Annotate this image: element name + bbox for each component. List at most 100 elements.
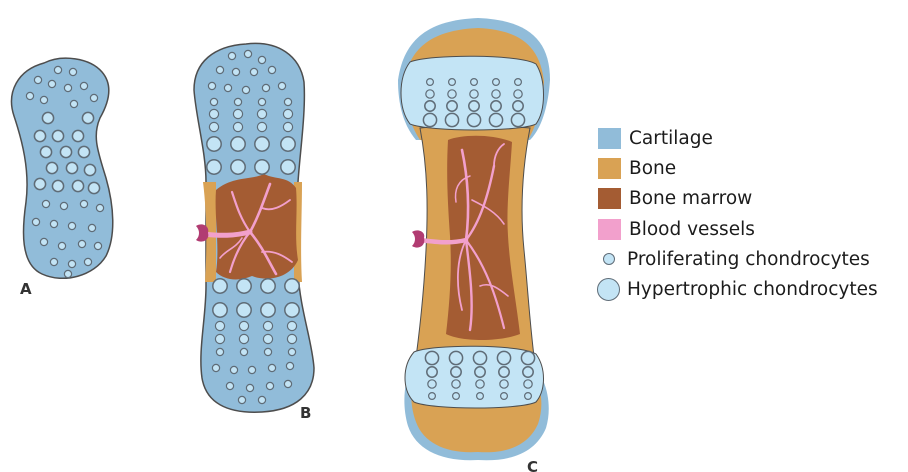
hypertrophic-chondrocyte — [489, 113, 502, 126]
hypertrophic-chondrocyte — [237, 303, 251, 317]
proliferating-chondrocyte — [258, 98, 265, 105]
blood-vessels-swatch — [598, 219, 621, 240]
hypertrophic-chondrocyte — [213, 279, 227, 293]
proliferating-chondrocyte — [64, 270, 71, 277]
hypertrophic-chondrocyte — [497, 351, 510, 364]
bone-swatch — [598, 158, 621, 179]
hypertrophic-chondrocyte — [423, 113, 436, 126]
proliferating-chondrocyte — [84, 258, 91, 265]
stage-b-primary-ossification — [194, 43, 314, 412]
proliferating-chondrocyte — [69, 68, 76, 75]
proliferating-chondrocyte — [492, 90, 500, 98]
legend-item-bone: Bone — [596, 153, 908, 183]
proliferating-chondrocyte — [283, 109, 292, 118]
legend-label: Bone — [629, 158, 676, 179]
stage-a-cartilage-model — [12, 58, 113, 278]
proliferating-chondrocyte — [96, 204, 103, 211]
proliferating-chondrocyte — [287, 321, 296, 330]
proliferating-chondrocyte — [48, 80, 55, 87]
proliferating-chondrocyte — [258, 56, 265, 63]
proliferating-chondrocyte — [50, 220, 57, 227]
hypertrophic-chondrocyte — [52, 180, 63, 191]
hypertrophic-chondrocyte — [281, 160, 295, 174]
proliferating-chondrocyte — [263, 321, 272, 330]
proliferating-chondrocyte — [500, 380, 508, 388]
legend-item-cartilage: Cartilage — [596, 123, 908, 153]
proliferating-chondrocyte — [64, 84, 71, 91]
proliferating-chondrocyte — [212, 364, 219, 371]
proliferating-chondrocyte — [453, 393, 460, 400]
proliferating-chondrocyte — [283, 122, 292, 131]
hypertrophic-chondrocyte — [511, 113, 524, 126]
hypertrophic-chondrocyte — [261, 279, 275, 293]
hypertrophic-chondrocyte — [523, 367, 533, 377]
proliferating-chondrocyte — [477, 393, 484, 400]
hypertrophic-chondrocyte — [469, 101, 479, 111]
proliferating-chondrocyte — [40, 96, 47, 103]
legend-label: Proliferating chondrocytes — [627, 249, 870, 270]
proliferating-chondrocyte — [80, 200, 87, 207]
proliferating-chondrocyte — [233, 122, 242, 131]
legend-label: Blood vessels — [629, 219, 755, 240]
proliferating-chondrocyte — [226, 382, 233, 389]
hypertrophic-chondrocyte — [34, 178, 45, 189]
proliferating-chondrocyte — [209, 109, 218, 118]
hypertrophic-chondrocyte — [425, 351, 438, 364]
proliferating-chondrocyte — [287, 334, 296, 343]
proliferating-chondrocyte — [493, 79, 500, 86]
hypertrophic-chondrocyte — [66, 162, 77, 173]
proliferating-chondrocyte — [216, 348, 223, 355]
hypertrophic-chondrocyte — [84, 164, 95, 175]
stage-b-bone-marrow — [216, 174, 298, 279]
hypertrophic-chondrocyte — [72, 130, 83, 141]
proliferating-chondrocyte — [233, 109, 242, 118]
proliferating-chondrocyte — [286, 362, 293, 369]
hypertrophic-chondrocyte — [82, 112, 93, 123]
stage-a-letter: A — [20, 280, 32, 298]
hypertrophic-chondrocyte — [207, 137, 221, 151]
hypertrophic-chondrocyte — [467, 113, 480, 126]
hypertrophic-chondrocyte — [88, 182, 99, 193]
proliferating-chondrocyte — [246, 384, 253, 391]
proliferating-chondrocyte — [476, 380, 484, 388]
proliferating-chondrocyte — [242, 86, 249, 93]
proliferating-chondrocyte — [268, 66, 275, 73]
proliferating-chondrocyte — [234, 98, 241, 105]
hypertrophic-chondrocyte — [449, 351, 462, 364]
proliferating-chondrocyte — [232, 68, 239, 75]
proliferating-chondrocyte — [70, 100, 77, 107]
proliferating-chondrocyte — [50, 258, 57, 265]
proliferating-chondrocyte — [239, 321, 248, 330]
legend-item-bone-marrow: Bone marrow — [596, 184, 908, 214]
proliferating-chondrocyte — [238, 396, 245, 403]
stage-b-vessel-entry — [196, 224, 208, 241]
proliferating-chondrocyte — [230, 366, 237, 373]
proliferating-chondrocyte — [288, 348, 295, 355]
proliferating-chondrocyte — [284, 98, 291, 105]
proliferating-chondrocyte-swatch — [603, 253, 615, 265]
bone-marrow-swatch — [598, 188, 621, 209]
proliferating-chondrocyte — [427, 79, 434, 86]
proliferating-chondrocyte — [258, 396, 265, 403]
hypertrophic-chondrocyte — [491, 101, 501, 111]
hypertrophic-chondrocyte — [475, 367, 485, 377]
hypertrophic-chondrocyte — [473, 351, 486, 364]
stage-b-letter: B — [300, 404, 311, 422]
proliferating-chondrocyte — [448, 90, 456, 98]
proliferating-chondrocyte — [78, 240, 85, 247]
proliferating-chondrocyte — [263, 334, 272, 343]
hypertrophic-chondrocyte — [60, 146, 71, 157]
hypertrophic-chondrocyte — [52, 130, 63, 141]
proliferating-chondrocyte — [268, 364, 275, 371]
proliferating-chondrocyte — [278, 82, 285, 89]
legend-label: Hypertrophic chondrocytes — [627, 279, 878, 300]
legend-label: Bone marrow — [629, 188, 752, 209]
proliferating-chondrocyte — [40, 238, 47, 245]
proliferating-chondrocyte — [250, 68, 257, 75]
proliferating-chondrocyte — [68, 260, 75, 267]
proliferating-chondrocyte — [215, 321, 224, 330]
hypertrophic-chondrocyte — [237, 279, 251, 293]
legend-item-blood-vessels: Blood vessels — [596, 214, 908, 244]
proliferating-chondrocyte — [215, 334, 224, 343]
proliferating-chondrocyte — [514, 90, 522, 98]
